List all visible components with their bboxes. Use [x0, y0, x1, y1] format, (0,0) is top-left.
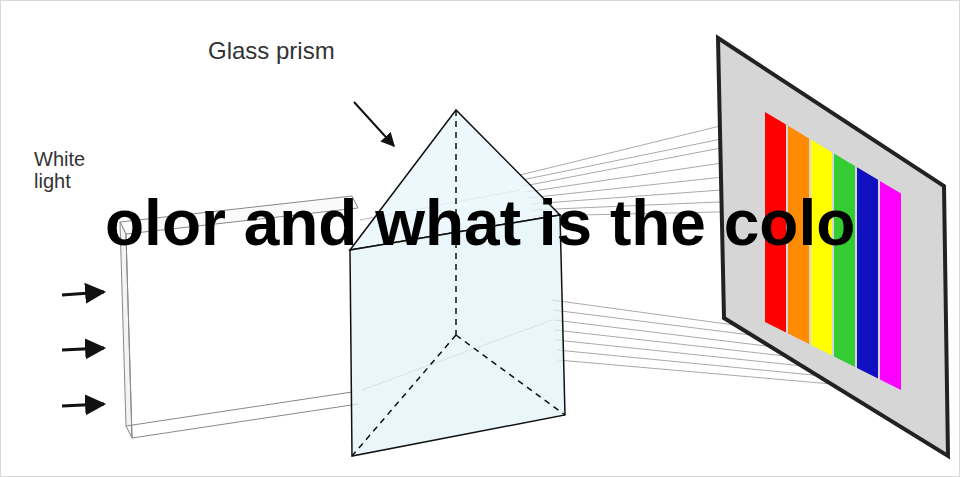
glass-prism — [350, 110, 565, 456]
spectrum-band — [880, 181, 901, 390]
leader-arrow — [354, 102, 394, 146]
part-label-box: White light — [34, 148, 94, 192]
overlay-title: olor and what is the colo — [105, 187, 855, 259]
overlay-title-box: olor and what is the colo — [105, 188, 855, 258]
part-label-box: Glass prism — [208, 38, 335, 64]
incident-arrows — [62, 292, 104, 406]
part-label: Glass prism — [208, 37, 335, 64]
spectrum-band — [857, 167, 878, 378]
part-label: White light — [34, 148, 85, 192]
spectrum-band — [834, 153, 855, 367]
